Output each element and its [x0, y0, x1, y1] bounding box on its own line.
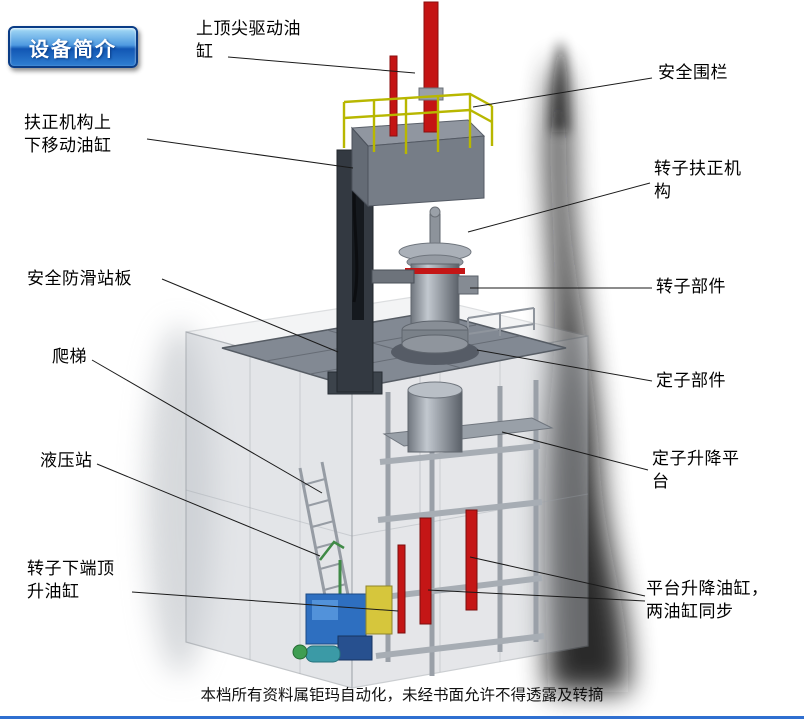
label-stator-part: 定子部件	[656, 371, 726, 391]
stator-part-graphic	[407, 381, 463, 453]
label-hydraulic-station: 液压站	[40, 451, 93, 471]
bottom-divider-line	[0, 716, 804, 719]
label-rotor-centering-mechanism: 转子扶正机 构	[654, 159, 742, 202]
label-safety-fence: 安全围栏	[658, 63, 728, 83]
label-top-spindle-cylinder: 上顶尖驱动油 缸	[196, 19, 301, 62]
rotor-part-graphic	[371, 206, 479, 354]
label-anti-slip-platform: 安全防滑站板	[27, 269, 132, 289]
equipment-intro-badge-label: 设备简介	[29, 36, 117, 61]
label-stator-lift-platform: 定子升降平 台	[652, 449, 740, 492]
label-rotor-part: 转子部件	[656, 277, 726, 297]
label-rotor-bottom-jack-cylinder: 转子下端顶 升油缸	[27, 559, 115, 602]
label-ladder: 爬梯	[52, 347, 87, 367]
equipment-intro-badge: 设备简介	[8, 26, 138, 68]
top-drive-cylinder-graphic	[389, 1, 444, 137]
label-platform-lift-cylinders: 平台升降油缸， 两油缸同步	[646, 579, 769, 622]
label-centering-updown-cylinder: 扶正机构上 下移动油缸	[24, 113, 112, 156]
gantry-head-graphic	[350, 119, 486, 208]
footer-copyright-text: 本档所有资料属钜玛自动化，未经书面允许不得透露及转摘	[200, 686, 604, 704]
